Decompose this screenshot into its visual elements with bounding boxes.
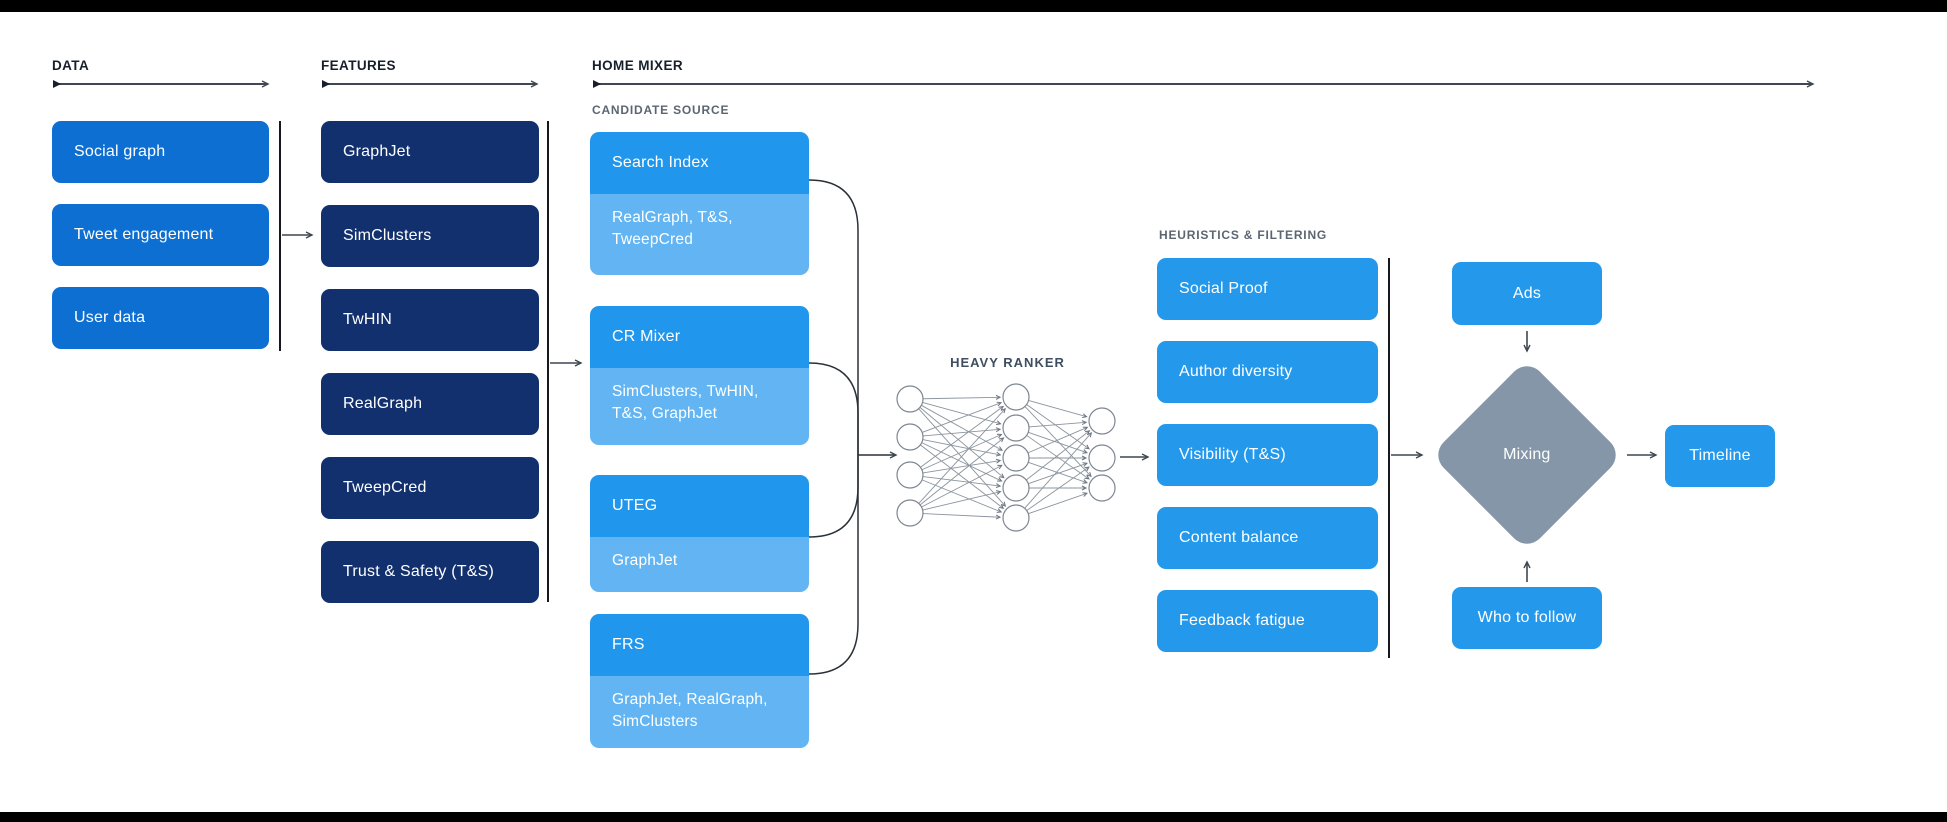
node-simclusters: SimClusters: [321, 205, 539, 267]
node-frs-sources: GraphJet, RealGraph, SimClusters: [590, 676, 809, 748]
section-label-features: FEATURES: [321, 58, 396, 73]
node-mixing-label: Mixing: [1503, 446, 1551, 463]
node-ads: Ads: [1452, 262, 1602, 325]
bottom-black-bar: [0, 812, 1947, 822]
node-uteg-title: UTEG: [590, 475, 809, 537]
node-twhin: TwHIN: [321, 289, 539, 351]
section-label-home-mixer: HOME MIXER: [592, 58, 684, 73]
section-label-heavy-ranker: HEAVY RANKER: [950, 355, 1065, 370]
node-user-data: User data: [52, 287, 269, 349]
node-tweet-engagement: Tweet engagement: [52, 204, 269, 266]
node-social-proof: Social Proof: [1157, 258, 1378, 320]
node-frs: FRS GraphJet, RealGraph, SimClusters: [590, 614, 809, 748]
node-uteg: UTEG GraphJet: [590, 475, 809, 592]
node-author-diversity: Author diversity: [1157, 341, 1378, 403]
node-cr-mixer: CR Mixer SimClusters, TwHIN, T&S, GraphJ…: [590, 306, 809, 445]
node-search-index-title: Search Index: [590, 132, 809, 194]
node-uteg-sources: GraphJet: [590, 537, 809, 592]
candidate-merge-curves: [808, 179, 898, 675]
node-timeline: Timeline: [1665, 425, 1775, 487]
node-realgraph: RealGraph: [321, 373, 539, 435]
node-search-index-sources: RealGraph, T&S, TweepCred: [590, 194, 809, 275]
flow-arrows: [282, 231, 1658, 582]
node-visibility: Visibility (T&S): [1157, 424, 1378, 486]
section-label-heuristics: HEURISTICS & FILTERING: [1159, 228, 1328, 242]
section-label-candidate-source: CANDIDATE SOURCE: [592, 103, 730, 117]
neural-network-illustration: [896, 383, 1116, 532]
node-search-index: Search Index RealGraph, T&S, TweepCred: [590, 132, 809, 275]
node-who-to-follow: Who to follow: [1452, 587, 1602, 649]
top-black-bar: [0, 0, 1947, 12]
column-dividers: [279, 121, 1390, 658]
node-feedback-fatigue: Feedback fatigue: [1157, 590, 1378, 652]
node-social-graph: Social graph: [52, 121, 269, 183]
node-cr-mixer-title: CR Mixer: [590, 306, 809, 368]
section-label-data: DATA: [52, 58, 90, 73]
node-trust-safety: Trust & Safety (T&S): [321, 541, 539, 603]
node-cr-mixer-sources: SimClusters, TwHIN, T&S, GraphJet: [590, 368, 809, 445]
node-frs-title: FRS: [590, 614, 809, 676]
node-content-balance: Content balance: [1157, 507, 1378, 569]
node-graphjet: GraphJet: [321, 121, 539, 183]
node-tweepcred: TweepCred: [321, 457, 539, 519]
